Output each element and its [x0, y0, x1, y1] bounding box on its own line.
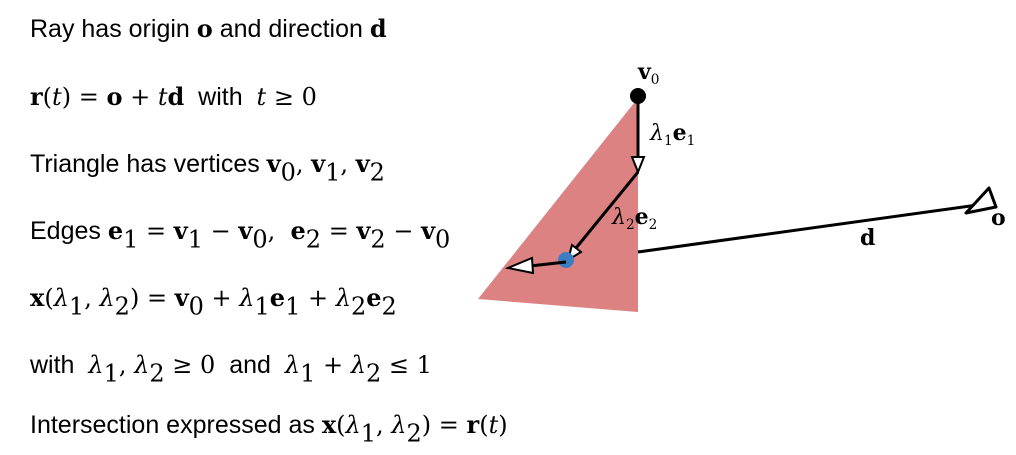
text-line-ray-equation: r(t) = o + td with t ≥ 0 — [30, 82, 317, 111]
label-d: d — [860, 225, 876, 251]
ray-arrowhead — [964, 186, 998, 215]
text-line-barycentric-point: x(λ1, λ2) = v0 + λ1e1 + λ2e2 — [30, 283, 397, 321]
text-line-edges: Edges e1 = v1 − v0, e2 = v2 − v0 — [30, 216, 451, 254]
text-line-intersection: Intersection expressed as x(λ1, λ2) = r(… — [30, 410, 508, 448]
text-line-constraints: with λ1, λ2 ≥ 0 and λ1 + λ2 ≤ 1 — [30, 351, 432, 388]
ray-exit-arrowhead — [504, 256, 535, 275]
ray-direction-line — [637, 201, 993, 254]
vertex-v0-dot — [630, 88, 646, 104]
text-line-triangle-vertices: Triangle has vertices v0, v1, v2 — [30, 149, 385, 187]
intersection-point — [558, 252, 574, 268]
triangle — [478, 98, 638, 312]
edge-e1-arrowhead — [630, 156, 646, 175]
label-lambda1-e1: λ1e1 — [650, 120, 696, 149]
text-line-ray-origin: Ray has origin o and direction d — [30, 14, 387, 43]
label-lambda2-e2: λ2e2 — [612, 204, 658, 233]
edge-e2-arrow — [574, 171, 640, 249]
label-v0: v0 — [638, 59, 660, 88]
ray-continuation-line — [529, 260, 567, 268]
label-o: o — [991, 205, 1006, 231]
